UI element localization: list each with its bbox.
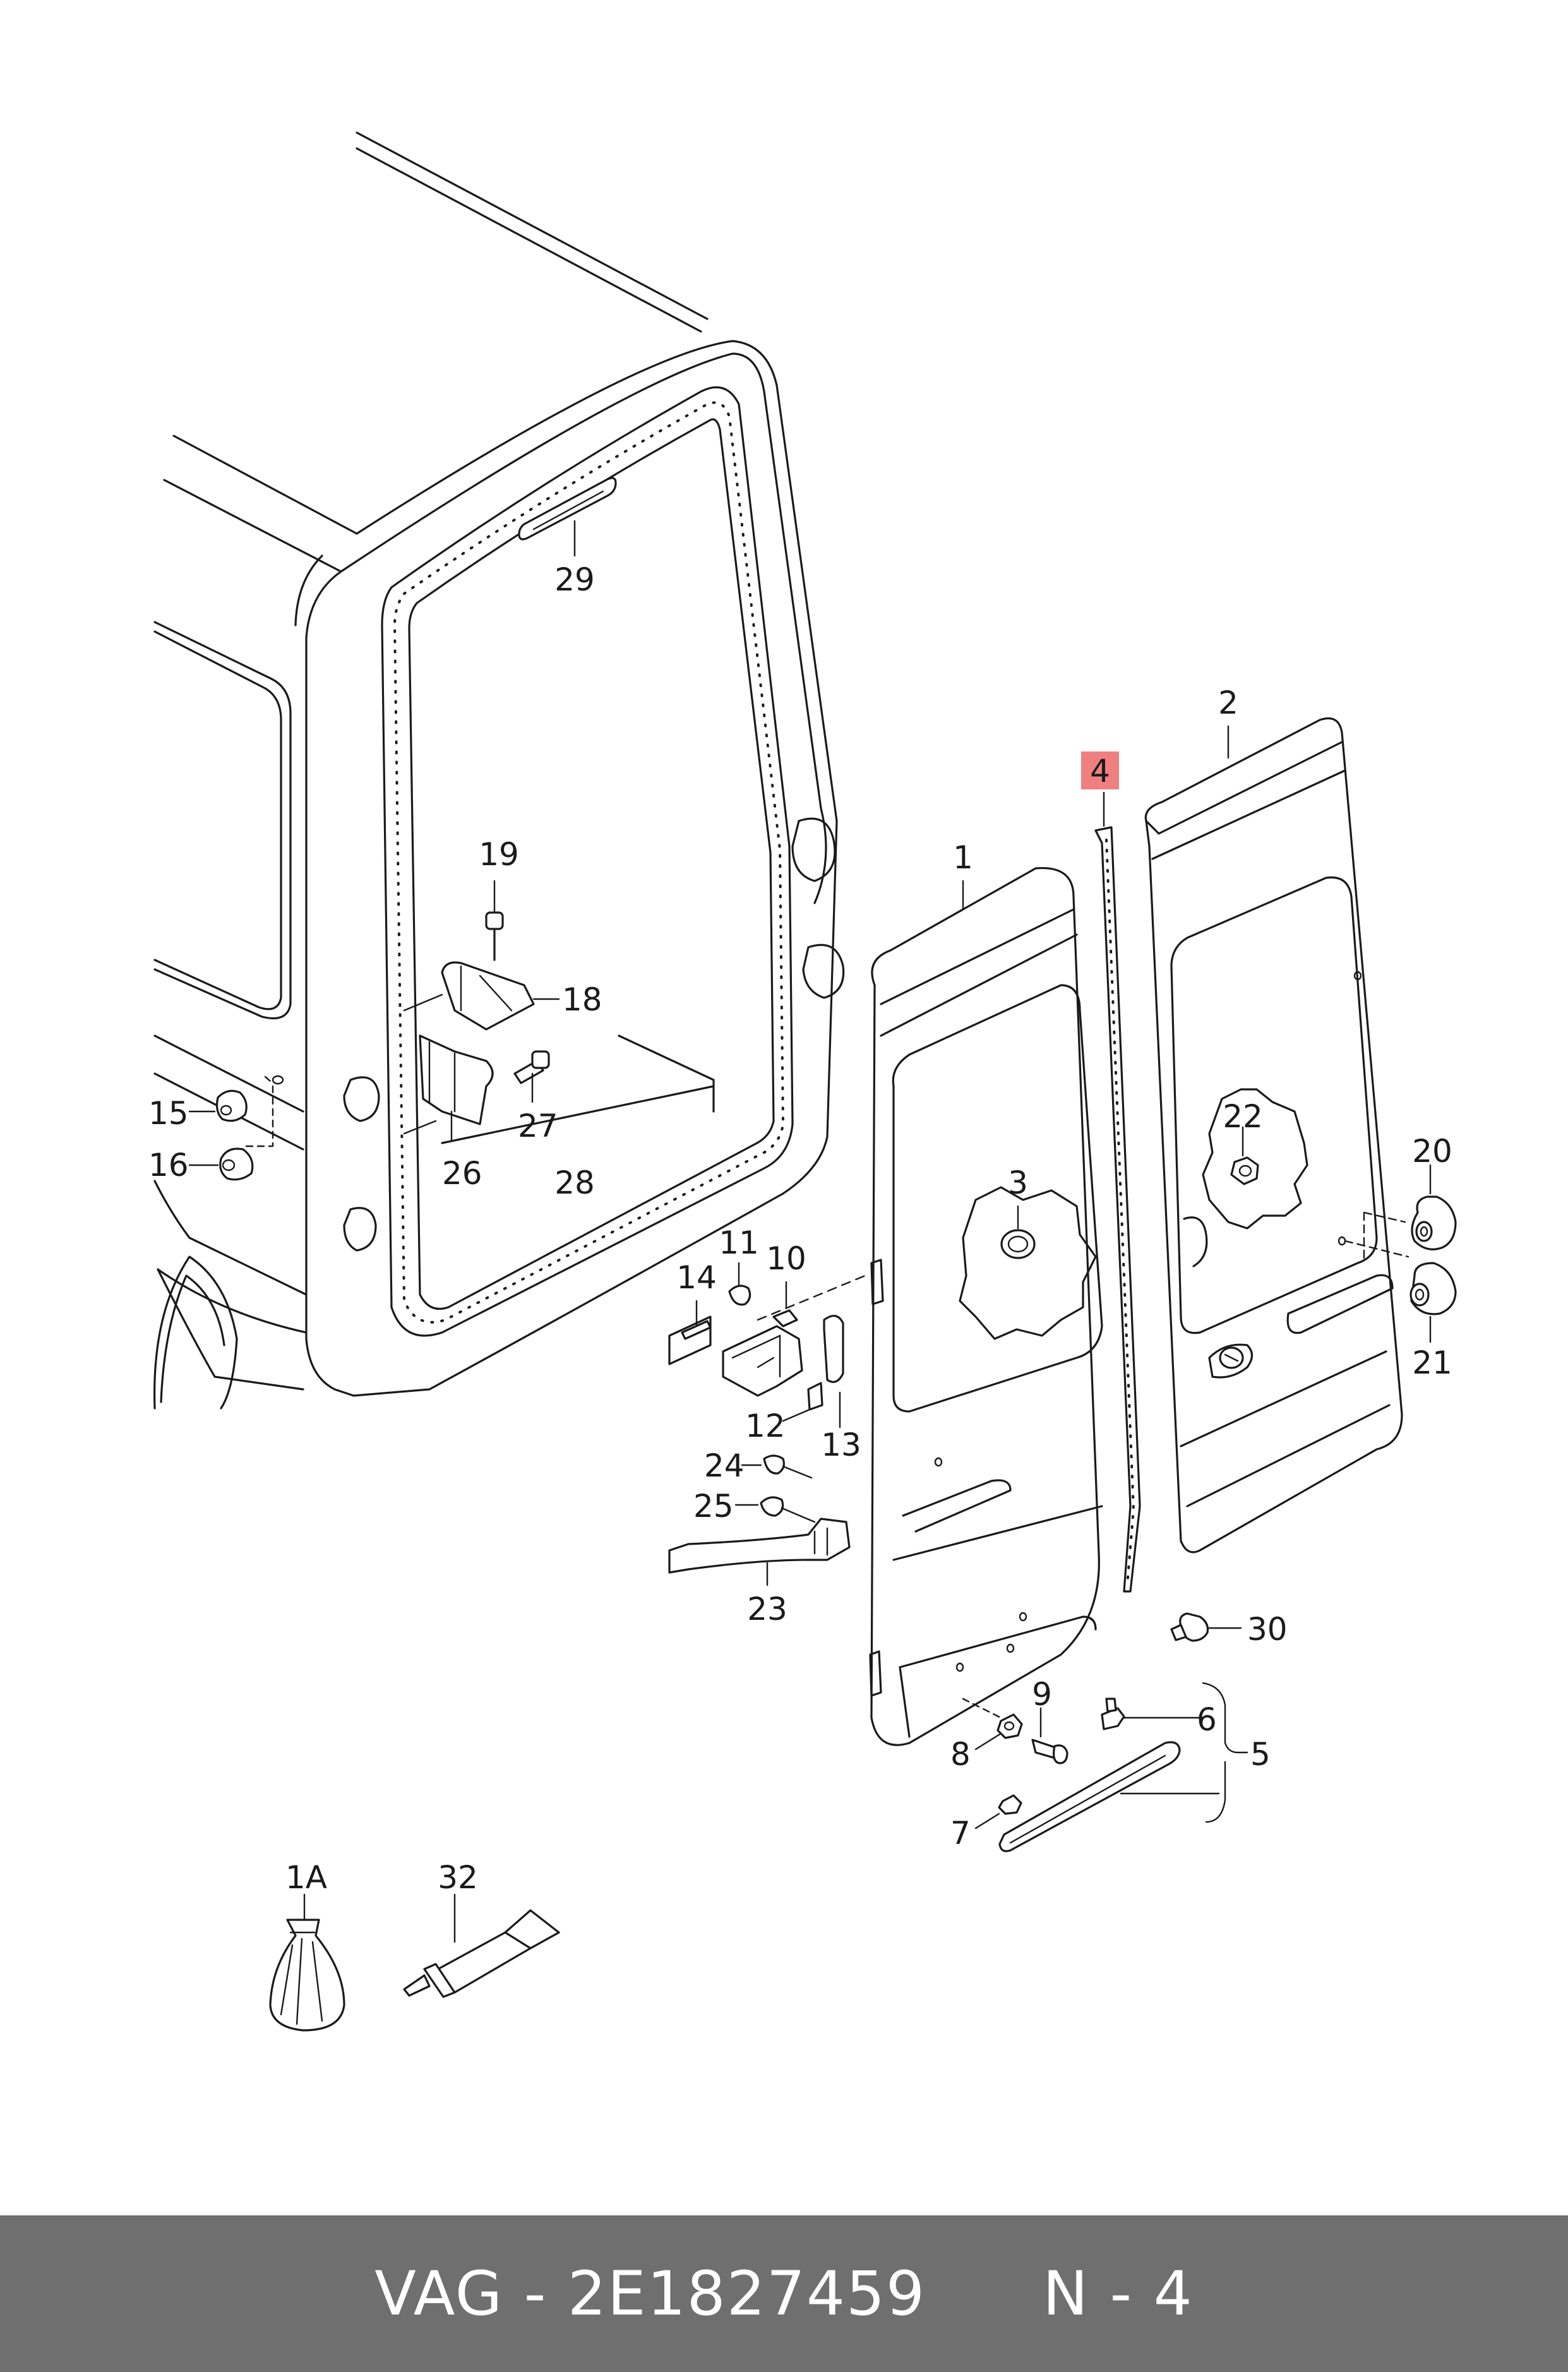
bumper-stops-20-21 xyxy=(1409,1164,1457,1343)
highlight-box xyxy=(1081,752,1119,789)
parts-diagram: 4 29 2 1 19 18 15 16 27 26 28 3 22 20 21… xyxy=(148,131,1457,2032)
label-20: 20 xyxy=(1412,1133,1452,1170)
part-3-grommet xyxy=(959,1186,1097,1340)
label-27: 27 xyxy=(518,1108,558,1144)
upper-hinge-assembly xyxy=(403,880,560,1141)
label-1A: 1A xyxy=(285,1859,327,1896)
footer-brand: VAG xyxy=(374,2258,504,2329)
label-26: 26 xyxy=(442,1155,482,1192)
label-28: 28 xyxy=(554,1165,595,1201)
van-body xyxy=(153,131,845,1410)
part-labels: 4 29 2 1 19 18 15 16 27 26 28 3 22 20 21… xyxy=(148,561,1452,1896)
rear-door-2 xyxy=(1144,717,1409,1554)
label-25: 25 xyxy=(693,1488,734,1524)
door-check-23-25 xyxy=(668,1454,851,1586)
leader-lines xyxy=(962,725,1230,911)
footer-text: VAG - 2E1827459 N - 4 xyxy=(374,2258,1193,2329)
label-10: 10 xyxy=(766,1240,806,1277)
footer-separator: - xyxy=(524,2258,548,2329)
label-2: 2 xyxy=(1218,685,1238,721)
label-24: 24 xyxy=(704,1447,745,1484)
part-29-strip xyxy=(518,477,617,557)
part-number-footer: VAG - 2E1827459 N - 4 xyxy=(0,2215,1568,2372)
label-12: 12 xyxy=(745,1408,786,1444)
label-22: 22 xyxy=(1223,1098,1263,1135)
label-32: 32 xyxy=(438,1859,478,1896)
label-5: 5 xyxy=(1250,1736,1271,1773)
footer-reference: N - 4 xyxy=(1043,2258,1194,2329)
label-23: 23 xyxy=(747,1591,787,1627)
part-22-nut xyxy=(1202,1088,1308,1230)
part-4-seal xyxy=(1094,791,1141,1593)
label-8: 8 xyxy=(950,1736,971,1773)
label-15: 15 xyxy=(148,1095,189,1132)
bumper-stops-15-16 xyxy=(188,1075,284,1181)
label-21: 21 xyxy=(1412,1345,1452,1381)
label-14: 14 xyxy=(676,1259,717,1296)
label-1: 1 xyxy=(953,839,973,876)
label-4: 4 xyxy=(1090,753,1110,789)
part-1A-bag xyxy=(269,1893,345,2032)
label-9: 9 xyxy=(1032,1676,1052,1713)
label-29: 29 xyxy=(554,561,595,598)
label-18: 18 xyxy=(562,981,602,1018)
label-7: 7 xyxy=(950,1815,971,1852)
label-13: 13 xyxy=(821,1427,861,1463)
label-6: 6 xyxy=(1197,1701,1217,1738)
part-32-tube xyxy=(403,1893,560,1998)
label-3: 3 xyxy=(1008,1165,1028,1201)
label-11: 11 xyxy=(719,1225,759,1261)
label-19: 19 xyxy=(479,836,519,873)
label-30: 30 xyxy=(1247,1611,1288,1648)
label-16: 16 xyxy=(148,1147,189,1183)
footer-part-number: 2E1827459 xyxy=(567,2258,926,2329)
rear-door-1 xyxy=(869,866,1103,1746)
lock-parts-10-14 xyxy=(668,1262,866,1429)
lower-parts-5-9-30 xyxy=(974,1612,1248,1852)
